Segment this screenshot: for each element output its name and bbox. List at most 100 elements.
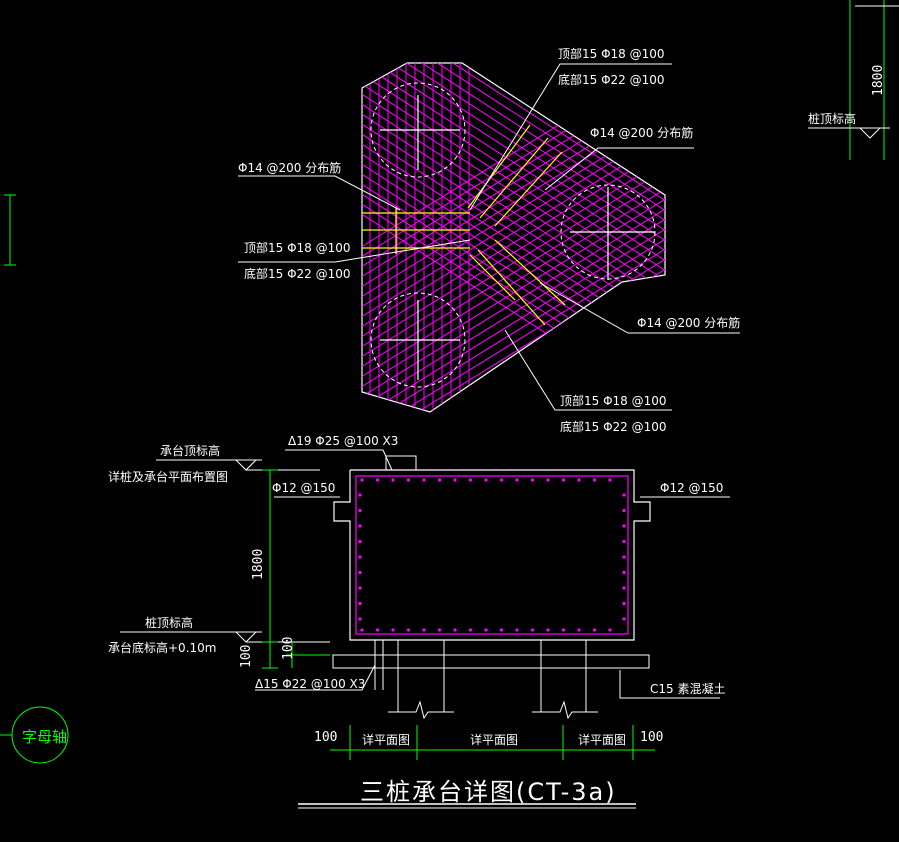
bottom-elev-note: 承台底标高+0.10m — [108, 640, 216, 655]
rebar-dot — [453, 478, 457, 482]
side-bar-left: Φ12 @150 — [272, 481, 335, 495]
rebar-line — [362, 63, 665, 191]
rebar-line — [362, 349, 665, 412]
rebar-line — [362, 69, 665, 291]
left-edge-marks — [0, 194, 69, 764]
rebar-dot — [360, 628, 364, 632]
rebar-dot — [515, 478, 519, 482]
rebar-dot — [622, 555, 626, 559]
dimension-lines — [262, 0, 885, 760]
rebar-line — [362, 199, 665, 411]
note-left-mid-2: 底部15 Φ22 @100 — [244, 266, 351, 281]
rebar-dot — [530, 628, 535, 632]
dim-bottom-100-left: 100 — [314, 730, 337, 745]
rebar-dot — [622, 570, 626, 575]
c15-pad — [332, 654, 650, 669]
rebar-dot — [358, 539, 362, 544]
rebar-dot — [608, 478, 612, 482]
rebar-line — [362, 239, 665, 412]
rebar-line — [362, 129, 665, 341]
rebar-dot — [530, 478, 535, 482]
rebar-dot — [608, 628, 612, 632]
rebar-dot — [484, 478, 488, 482]
drawing-title: 三桩承台详图(CT-3a) — [360, 778, 617, 806]
distribution-bars — [362, 124, 566, 326]
right-edge-elevation: 桩顶标高 1800 — [808, 5, 899, 139]
rebar-dot — [391, 628, 395, 632]
leader-lines — [238, 63, 740, 411]
note-bottom-2: 底部15 Φ22 @100 — [560, 419, 667, 434]
rebar-dot — [375, 478, 380, 482]
dim-bottom-detail-1: 详平面图 — [362, 732, 410, 747]
concrete-note: C15 素混凝土 — [650, 681, 725, 696]
rebar-dot — [622, 539, 626, 544]
rebar-dot — [375, 628, 380, 632]
elevation-markers — [120, 449, 730, 699]
top-elev-note: 详桩及承台平面布置图 — [108, 469, 228, 484]
rebar-dot — [577, 478, 581, 482]
rebar-dot — [437, 628, 442, 632]
top-bar-note: Δ19 Φ25 @100 X3 — [288, 434, 398, 448]
note-left-dist: Φ14 @200 分布筋 — [238, 160, 341, 175]
rebar-dot — [406, 628, 411, 632]
rebar-dot — [358, 586, 362, 590]
rebar-line — [362, 63, 665, 241]
top-elev-label: 承台顶标高 — [160, 443, 220, 458]
rebar-line — [362, 169, 665, 391]
rebar-line — [362, 169, 665, 381]
rebar-line — [362, 63, 665, 221]
rebar-line — [362, 159, 665, 371]
rebar-dot — [622, 493, 626, 497]
rebar-line — [362, 63, 665, 281]
axis-bubble-label: 字母轴 — [22, 728, 67, 746]
rebar-dot — [499, 628, 504, 632]
rebar-dot — [358, 555, 362, 559]
bottom-bar-note: Δ15 Φ22 @100 X3 — [255, 677, 365, 691]
rebar-line — [362, 63, 665, 251]
rebar-dot — [453, 628, 457, 632]
rebar-dot — [622, 524, 626, 528]
rebar-dot — [561, 478, 566, 482]
rebar-line — [362, 139, 665, 361]
rebar-dot — [468, 628, 473, 632]
rebar-dot — [358, 524, 362, 528]
rebar-dots — [358, 478, 626, 632]
rebar-dot — [468, 478, 473, 482]
rebar-line — [362, 159, 665, 381]
pile-circle-top-left — [370, 82, 466, 178]
height-dim: 1800 — [251, 549, 266, 580]
rebar-line — [362, 209, 665, 412]
note-top-right-1: 顶部15 Φ18 @100 — [558, 46, 665, 61]
dim-bottom-100-right: 100 — [640, 730, 663, 745]
note-top-right-2: 底部15 Φ22 @100 — [558, 72, 665, 87]
rebar-dot — [499, 478, 504, 482]
plan-notes: 顶部15 Φ18 @100 底部15 Φ22 @100 Φ14 @200 分布筋… — [238, 46, 740, 434]
cap-section-outline — [333, 469, 651, 641]
rebar-dot — [360, 478, 364, 482]
rebar-dot — [484, 628, 488, 632]
dim-bottom-detail-2: 详平面图 — [470, 732, 518, 747]
note-right-dist: Φ14 @200 分布筋 — [590, 125, 693, 140]
rebar-dot — [622, 617, 626, 621]
rebar-dot — [577, 628, 581, 632]
rebar-line — [362, 199, 665, 412]
section-view: 承台顶标高 详桩及承台平面布置图 Δ19 Φ25 @100 X3 Φ12 @15… — [108, 0, 885, 760]
rebar-line — [362, 63, 665, 141]
rebar-line — [362, 139, 665, 351]
side-bar-right: Φ12 @150 — [660, 481, 723, 495]
rebar-dot — [391, 478, 395, 482]
right-edge-label: 桩顶标高 — [808, 111, 856, 126]
pile-crosshairs — [380, 95, 655, 380]
rebar-dot — [358, 570, 362, 575]
rebar-dot — [546, 478, 550, 482]
rebar-dot — [622, 601, 626, 606]
rebar-line — [362, 63, 665, 231]
rebar-line — [362, 63, 665, 261]
note-right-low-dist: Φ14 @200 分布筋 — [637, 315, 740, 330]
rebar-dot — [592, 628, 597, 632]
right-edge-dim: 1800 — [871, 65, 886, 96]
rebar-line — [362, 219, 665, 412]
drawing-title-block: 三桩承台详图(CT-3a) — [298, 778, 636, 809]
dim-100a: 100 — [281, 637, 296, 660]
